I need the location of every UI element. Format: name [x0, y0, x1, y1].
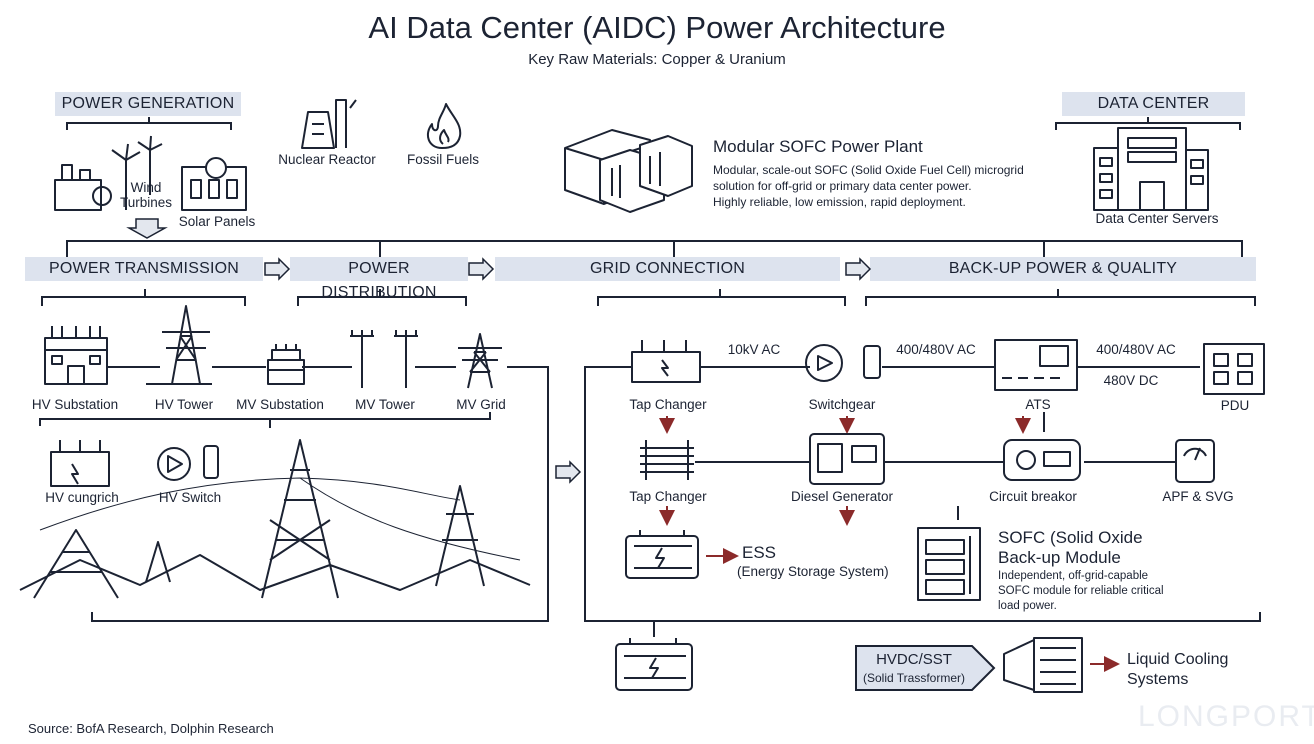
- data-center-building-icon: [1093, 127, 1209, 211]
- bracket-transmission: [41, 289, 246, 306]
- mv-grid-icon: [458, 333, 502, 389]
- label-hv-substation: HV Substation: [31, 397, 119, 412]
- label-mv-tower: MV Tower: [355, 397, 415, 412]
- ess-battery-icon: [625, 530, 699, 579]
- label-mv-substation: MV Substation: [236, 397, 324, 412]
- sofc-backup-line3: load power.: [998, 600, 1057, 612]
- label-ats: ATS: [1025, 397, 1051, 412]
- sofc-backup-icon: [917, 527, 981, 601]
- label-10kv: 10kV AC: [727, 342, 781, 357]
- down-flow-arrow: [126, 218, 168, 239]
- label-wind: Wind Turbines: [119, 180, 173, 210]
- solar-panel-icon: [181, 157, 247, 211]
- ats-icon: [994, 339, 1078, 391]
- label-hvdc-sub: (Solid Trassformer): [862, 671, 966, 685]
- label-nuclear: Nuclear Reactor: [278, 152, 376, 167]
- label-tap-changer-2: Tap Changer: [629, 489, 707, 504]
- label-circuit-breaker: Circuit breakor: [989, 489, 1077, 504]
- sofc-backup-title1: SOFC (Solid Oxide: [998, 528, 1143, 547]
- label-solar: Solar Panels: [178, 214, 256, 229]
- flow-arrow-2: [468, 257, 495, 281]
- sofc-plant-line1: Modular, scale-out SOFC (Solid Oxide Fue…: [713, 163, 1024, 177]
- circuit-breaker-icon: [1003, 439, 1081, 481]
- tap-changer-2-icon: [640, 440, 694, 480]
- bracket-lower-left: [39, 412, 491, 428]
- flow-arrow-4: [555, 460, 582, 484]
- hv-tower-icon: [146, 305, 212, 385]
- label-400v-2: 400/480V AC: [1096, 342, 1176, 357]
- section-backup-power: BACK-UP POWER & QUALITY: [870, 257, 1256, 281]
- mv-tower-icon: [350, 330, 418, 388]
- watermark: LONGPORT: [1138, 700, 1314, 733]
- label-liquid-cooling: Liquid Cooling Systems: [1127, 651, 1229, 688]
- sofc-plant-line3: Highly reliable, low emission, rapid dep…: [713, 195, 966, 209]
- label-fossil: Fossil Fuels: [406, 152, 479, 167]
- sofc-backup-line1: Independent, off-grid-capable: [998, 570, 1149, 582]
- bracket-grid: [597, 289, 846, 306]
- flow-arrow-3: [845, 257, 872, 281]
- pdu-icon: [1203, 343, 1265, 395]
- label-diesel-generator: Diesel Generator: [790, 489, 894, 504]
- label-apf-svg: APF & SVG: [1162, 489, 1234, 504]
- bracket-backup: [865, 289, 1256, 306]
- battery-bottom-icon: [615, 638, 693, 691]
- section-power-generation: POWER GENERATION: [55, 92, 241, 116]
- bracket-data-center: [1055, 117, 1241, 130]
- label-hvdc: HVDC/SST: [876, 651, 952, 668]
- label-ess: ESS: [742, 543, 777, 562]
- flow-arrow-1: [264, 257, 291, 281]
- sofc-plant-line2: solution for off-grid or primary data ce…: [713, 179, 972, 193]
- sofc-plant-icon: [564, 129, 693, 213]
- section-power-transmission: POWER TRANSMISSION: [25, 257, 263, 281]
- left-enclosure: [91, 366, 549, 622]
- label-ess-full: (Energy Storage System): [737, 564, 889, 579]
- label-switchgear: Switchgear: [808, 397, 876, 412]
- section-grid-connection: GRID CONNECTION: [495, 257, 840, 281]
- nuclear-reactor-icon: [301, 99, 357, 149]
- bus-main: [66, 240, 1243, 257]
- label-mv-grid: MV Grid: [456, 397, 506, 412]
- fossil-fuels-icon: [426, 103, 462, 149]
- sofc-plant-title: Modular SOFC Power Plant: [713, 137, 923, 156]
- section-data-center: DATA CENTER: [1062, 92, 1245, 116]
- diesel-generator-icon: [809, 433, 885, 485]
- page-subtitle: Key Raw Materials: Copper & Uranium: [528, 51, 786, 68]
- grid-enclosure: [584, 366, 1261, 622]
- bracket-generation: [66, 117, 232, 130]
- power-lines-scene-icon: [19, 439, 531, 599]
- hv-substation-icon: [44, 326, 108, 385]
- label-hv-tower: HV Tower: [154, 397, 214, 412]
- sofc-backup-line2: SOFC module for reliable critical: [998, 585, 1164, 597]
- label-hv-cungrich: HV cungrich: [45, 490, 119, 505]
- mv-substation-icon: [267, 344, 305, 385]
- tap-changer-1-icon: [631, 340, 701, 383]
- apf-svg-icon: [1175, 439, 1215, 483]
- wind-turbine-icon: [54, 135, 163, 211]
- label-tap-changer-1: Tap Changer: [629, 397, 707, 412]
- label-hv-switch: HV Switch: [158, 490, 222, 505]
- label-480v-dc: 480V DC: [1103, 373, 1159, 388]
- label-400v-1: 400/480V AC: [896, 342, 976, 357]
- label-pdu: PDU: [1220, 398, 1250, 413]
- hvdc-box: [855, 645, 996, 691]
- page-title: AI Data Center (AIDC) Power Architecture: [368, 10, 946, 45]
- switchgear-icon: [805, 344, 881, 382]
- hv-cungrich-icon: [50, 440, 110, 487]
- bracket-distribution: [297, 289, 467, 306]
- server-rack-icon: [1003, 637, 1083, 693]
- source-note: Source: BofA Research, Dolphin Research: [28, 721, 274, 736]
- hv-switch-icon: [157, 445, 219, 481]
- label-data-center-servers: Data Center Servers: [1095, 211, 1219, 226]
- sofc-backup-title2: Back-up Module: [998, 548, 1121, 567]
